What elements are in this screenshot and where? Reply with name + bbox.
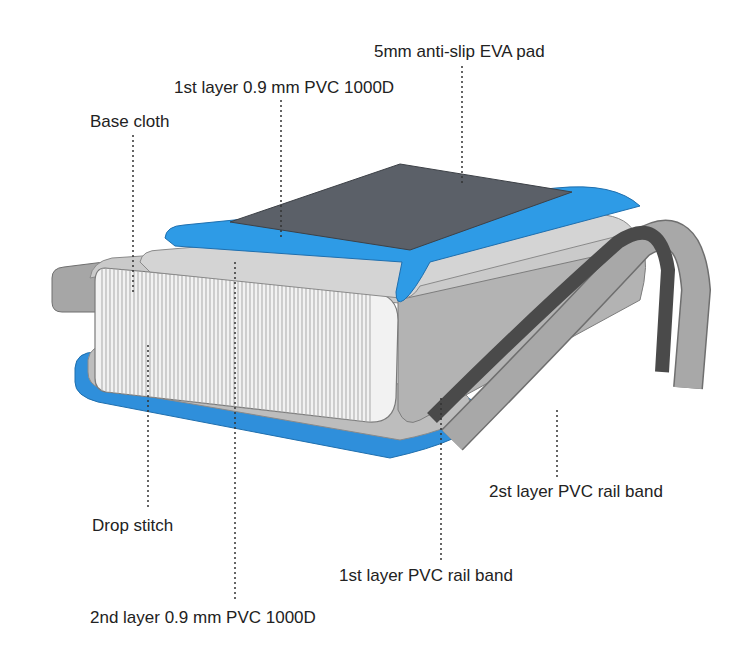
inner-rail-band <box>432 233 668 418</box>
part-label: 1st layer 0.9 mm PVC 1000D <box>172 78 396 98</box>
leader-lines <box>133 66 557 602</box>
part-label: 2st layer PVC rail band <box>487 482 665 502</box>
part-label: 2nd layer 0.9 mm PVC 1000D <box>88 608 318 628</box>
part-label: 1st layer PVC rail band <box>337 566 515 586</box>
part-label: Drop stitch <box>90 516 175 536</box>
part-label: Base cloth <box>88 112 171 132</box>
part-label: 5mm anti-slip EVA pad <box>372 42 547 62</box>
